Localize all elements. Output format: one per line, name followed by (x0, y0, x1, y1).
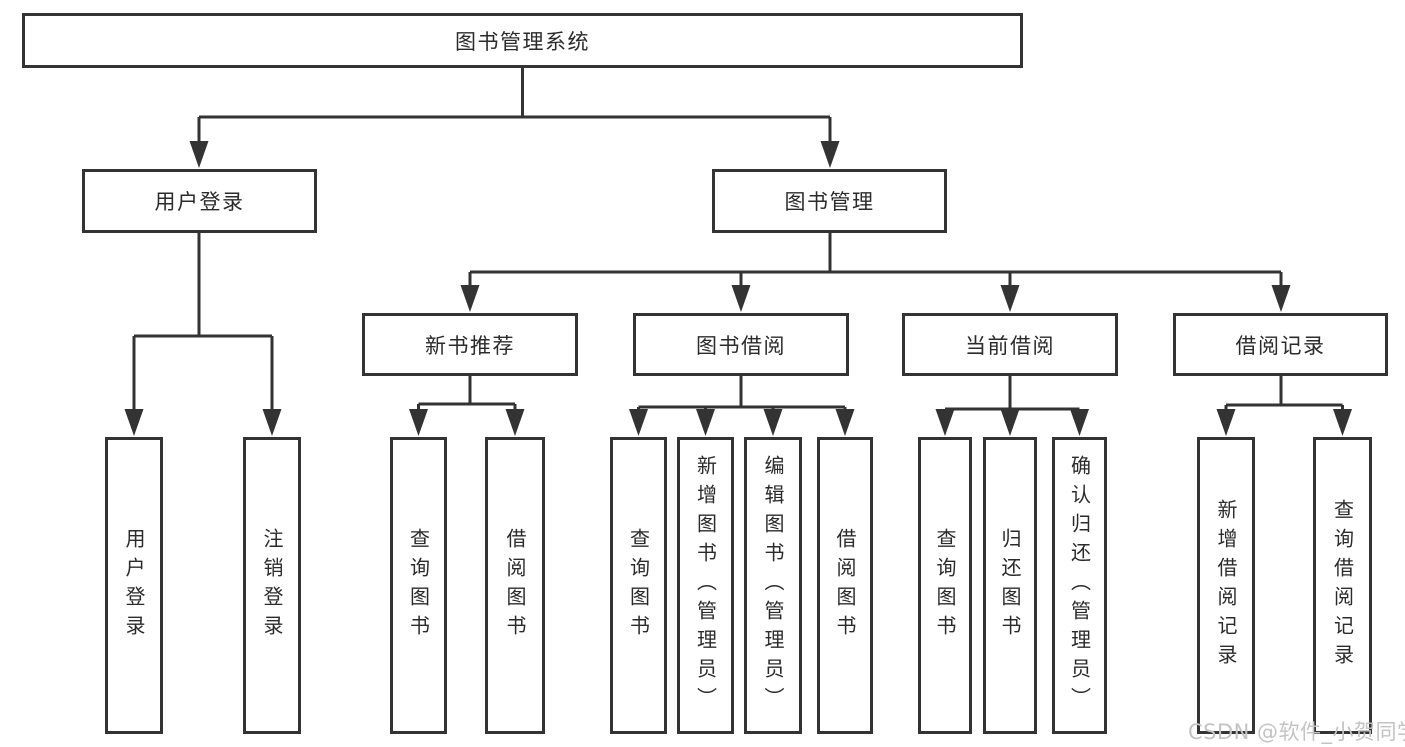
node-label: 查询图书 (933, 527, 957, 644)
node-label: 借阅图书 (833, 527, 857, 644)
node-book-borrowing: 图书借阅 (633, 313, 849, 376)
leaf-add-borrow-record: 新增借阅记录 (1197, 437, 1255, 734)
csdn-watermark: CSDN @软件_小贺同学 (1188, 720, 1405, 744)
node-label: 确认归还（管理员） (1067, 455, 1092, 716)
node-label: 图书借阅 (696, 333, 786, 358)
leaf-add-books-admin: 新增图书（管理员） (677, 437, 734, 734)
node-label: 注销登录 (260, 527, 284, 644)
leaf-query-books-current: 查询图书 (918, 437, 972, 734)
node-borrowing-records: 借阅记录 (1173, 313, 1388, 376)
node-label: 用户登录 (122, 527, 146, 644)
node-label: 归还图书 (998, 527, 1022, 644)
leaf-query-books-borrowing: 查询图书 (610, 437, 667, 734)
node-label: 借阅图书 (503, 527, 527, 644)
leaf-return-books: 归还图书 (983, 437, 1037, 734)
node-label: 新书推荐 (425, 333, 515, 358)
node-label: 查询图书 (406, 527, 431, 644)
leaf-query-books-recommend: 查询图书 (390, 437, 447, 734)
node-current-borrowing: 当前借阅 (902, 313, 1118, 376)
node-library-management-system: 图书管理系统 (22, 13, 1023, 68)
leaf-edit-books-admin: 编辑图书（管理员） (744, 437, 802, 734)
node-label: 用户登录 (154, 190, 245, 214)
leaf-borrow-books-recommend: 借阅图书 (485, 437, 545, 734)
node-label: 新增借阅记录 (1214, 498, 1238, 673)
node-label: 当前借阅 (965, 333, 1055, 358)
node-label: 图书管理系统 (455, 29, 590, 54)
leaf-logout: 注销登录 (243, 437, 301, 734)
node-label: 新增图书（管理员） (693, 455, 718, 716)
leaf-borrow-books: 借阅图书 (817, 437, 873, 734)
leaf-confirm-return-admin: 确认归还（管理员） (1052, 437, 1107, 734)
node-label: 借阅记录 (1235, 333, 1326, 358)
node-label: 查询图书 (626, 527, 651, 644)
node-user-login: 用户登录 (82, 169, 317, 233)
node-label: 编辑图书（管理员） (761, 455, 785, 716)
node-new-book-recommendation: 新书推荐 (362, 313, 578, 376)
node-label: 图书管理 (784, 190, 875, 214)
node-book-management: 图书管理 (712, 169, 947, 233)
node-label: 查询借阅记录 (1330, 498, 1355, 673)
leaf-user-login: 用户登录 (105, 437, 163, 734)
leaf-query-borrow-record: 查询借阅记录 (1313, 437, 1372, 734)
